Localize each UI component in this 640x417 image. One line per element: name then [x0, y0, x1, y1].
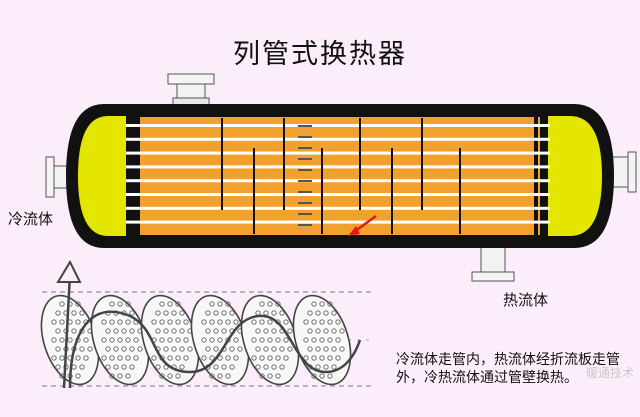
tube-sheet	[136, 104, 140, 248]
red-arrow-icon	[348, 214, 377, 236]
baffle-disc	[292, 294, 352, 386]
tube-bundle	[138, 117, 540, 235]
right-nozzle	[611, 151, 637, 193]
tube	[126, 179, 550, 183]
right-head-chamber	[548, 116, 602, 236]
baffle-disc	[40, 294, 100, 386]
tube	[126, 220, 550, 224]
left-head-chamber	[78, 116, 126, 236]
page-title: 列管式换热器	[233, 39, 407, 70]
cold-fluid-label: 冷流体	[8, 210, 54, 228]
center-plate	[298, 125, 312, 226]
baffle-disc	[240, 294, 300, 386]
tube-sheet	[534, 104, 538, 248]
tube	[126, 124, 550, 127]
baffles	[221, 118, 461, 234]
helical-baffle-sketch	[40, 259, 372, 389]
tube	[126, 151, 550, 155]
baffle-disc	[190, 294, 250, 386]
tube-sheet	[544, 104, 548, 248]
tube	[126, 165, 550, 169]
tubes	[126, 124, 550, 224]
hot-fluid-label: 热流体	[503, 291, 549, 309]
tube	[126, 206, 550, 210]
baffle-disc	[140, 294, 200, 386]
left-nozzle	[45, 156, 71, 198]
tube	[126, 137, 550, 141]
watermark: 暖通技术	[585, 366, 634, 380]
tube-sheets	[126, 104, 548, 248]
tube	[126, 193, 550, 196]
tube-sheet	[126, 104, 130, 248]
description-text: 冷流体走管内，热流体经折流板走管外，冷热流体通过管壁换热。	[396, 352, 620, 386]
